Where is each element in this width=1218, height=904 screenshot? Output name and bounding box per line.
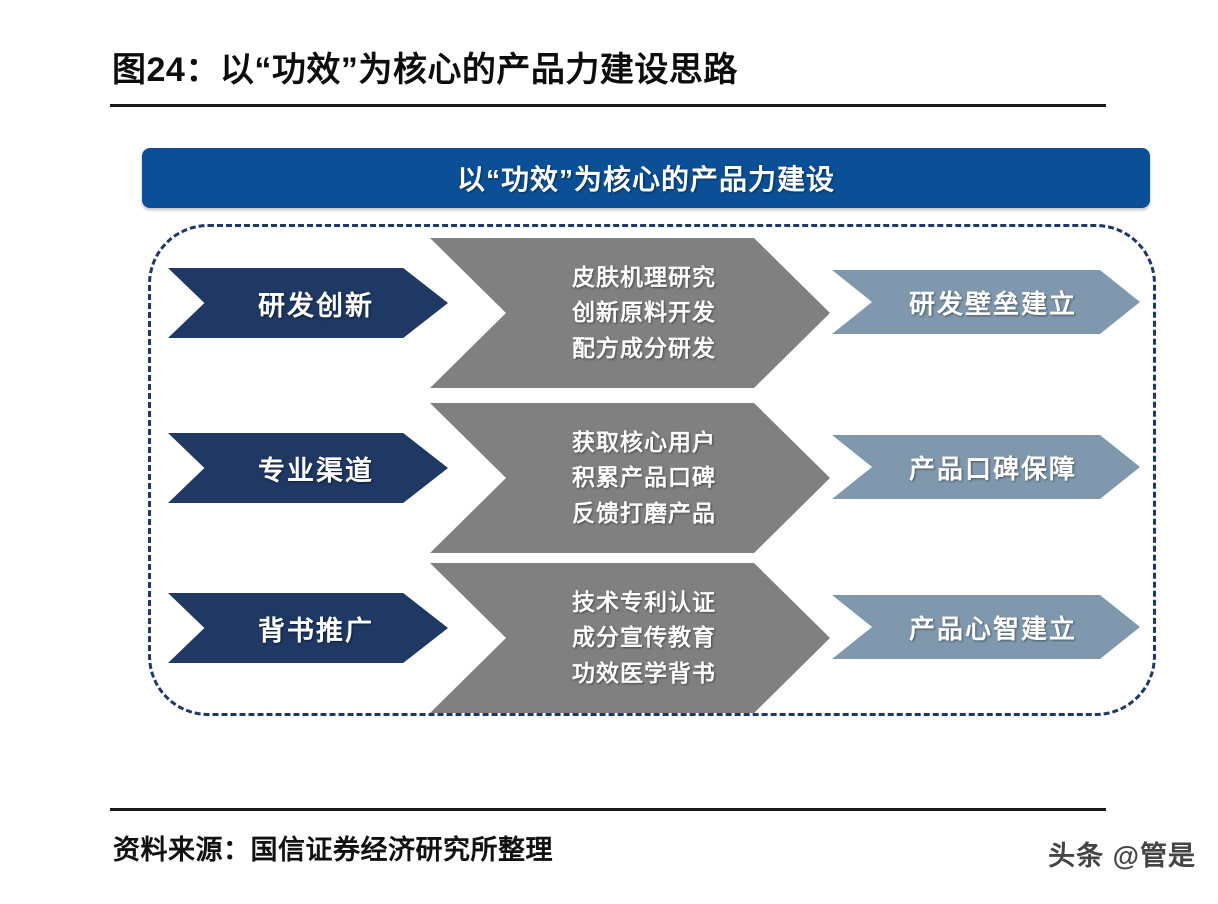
stage-outcome-label: 研发壁垒建立: [908, 288, 1077, 319]
activity-line: 积累产品口碑: [572, 464, 716, 491]
process-row: 背书推广 技术专利认证 成分宣传教育 功效医学背书 产品心智建立: [0, 563, 1218, 713]
activity-line: 皮肤机理研究: [572, 263, 716, 290]
stage-activities-chevron: 皮肤机理研究 创新原料开发 配方成分研发: [430, 238, 830, 388]
stage-input-label: 专业渠道: [258, 455, 374, 486]
activity-line: 获取核心用户: [572, 428, 716, 455]
activity-line: 创新原料开发: [572, 299, 716, 326]
figure-title: 图24：以“功效”为核心的产品力建设思路: [112, 51, 738, 89]
process-row: 研发创新 皮肤机理研究 创新原料开发 配方成分研发 研发壁垒建立: [0, 238, 1218, 388]
activity-line: 反馈打磨产品: [572, 499, 716, 526]
activity-line: 技术专利认证: [572, 588, 716, 615]
stage-activities-chevron: 获取核心用户 积累产品口碑 反馈打磨产品: [430, 403, 830, 553]
source-label: 资料来源：国信证券经济研究所整理: [113, 835, 553, 865]
bottom-divider-rule: [110, 808, 1106, 811]
stage-outcome-chevron: 产品心智建立: [832, 595, 1140, 659]
activity-line: 配方成分研发: [572, 334, 716, 361]
banner: 以“功效”为核心的产品力建设: [142, 148, 1150, 208]
top-divider-rule: [110, 104, 1106, 107]
stage-input-chevron: 研发创新: [168, 268, 448, 338]
dashed-container: [148, 224, 1156, 716]
stage-outcome-chevron: 研发壁垒建立: [832, 270, 1140, 334]
activity-line: 成分宣传教育: [572, 624, 716, 651]
stage-input-chevron: 背书推广: [168, 593, 448, 663]
stage-input-label: 背书推广: [258, 615, 374, 646]
stage-outcome-label: 产品口碑保障: [908, 453, 1077, 484]
stage-input-chevron: 专业渠道: [168, 433, 448, 503]
stage-activities-chevron: 技术专利认证 成分宣传教育 功效医学背书: [430, 563, 830, 713]
watermark: 头条 @管是: [1048, 841, 1196, 871]
stage-outcome-label: 产品心智建立: [908, 613, 1077, 644]
process-row: 专业渠道 获取核心用户 积累产品口碑 反馈打磨产品 产品口碑保障: [0, 403, 1218, 553]
stage-input-label: 研发创新: [258, 290, 374, 321]
banner-title: 以“功效”为核心的产品力建设: [456, 164, 835, 195]
activity-line: 功效医学背书: [572, 659, 716, 686]
stage-outcome-chevron: 产品口碑保障: [832, 435, 1140, 499]
